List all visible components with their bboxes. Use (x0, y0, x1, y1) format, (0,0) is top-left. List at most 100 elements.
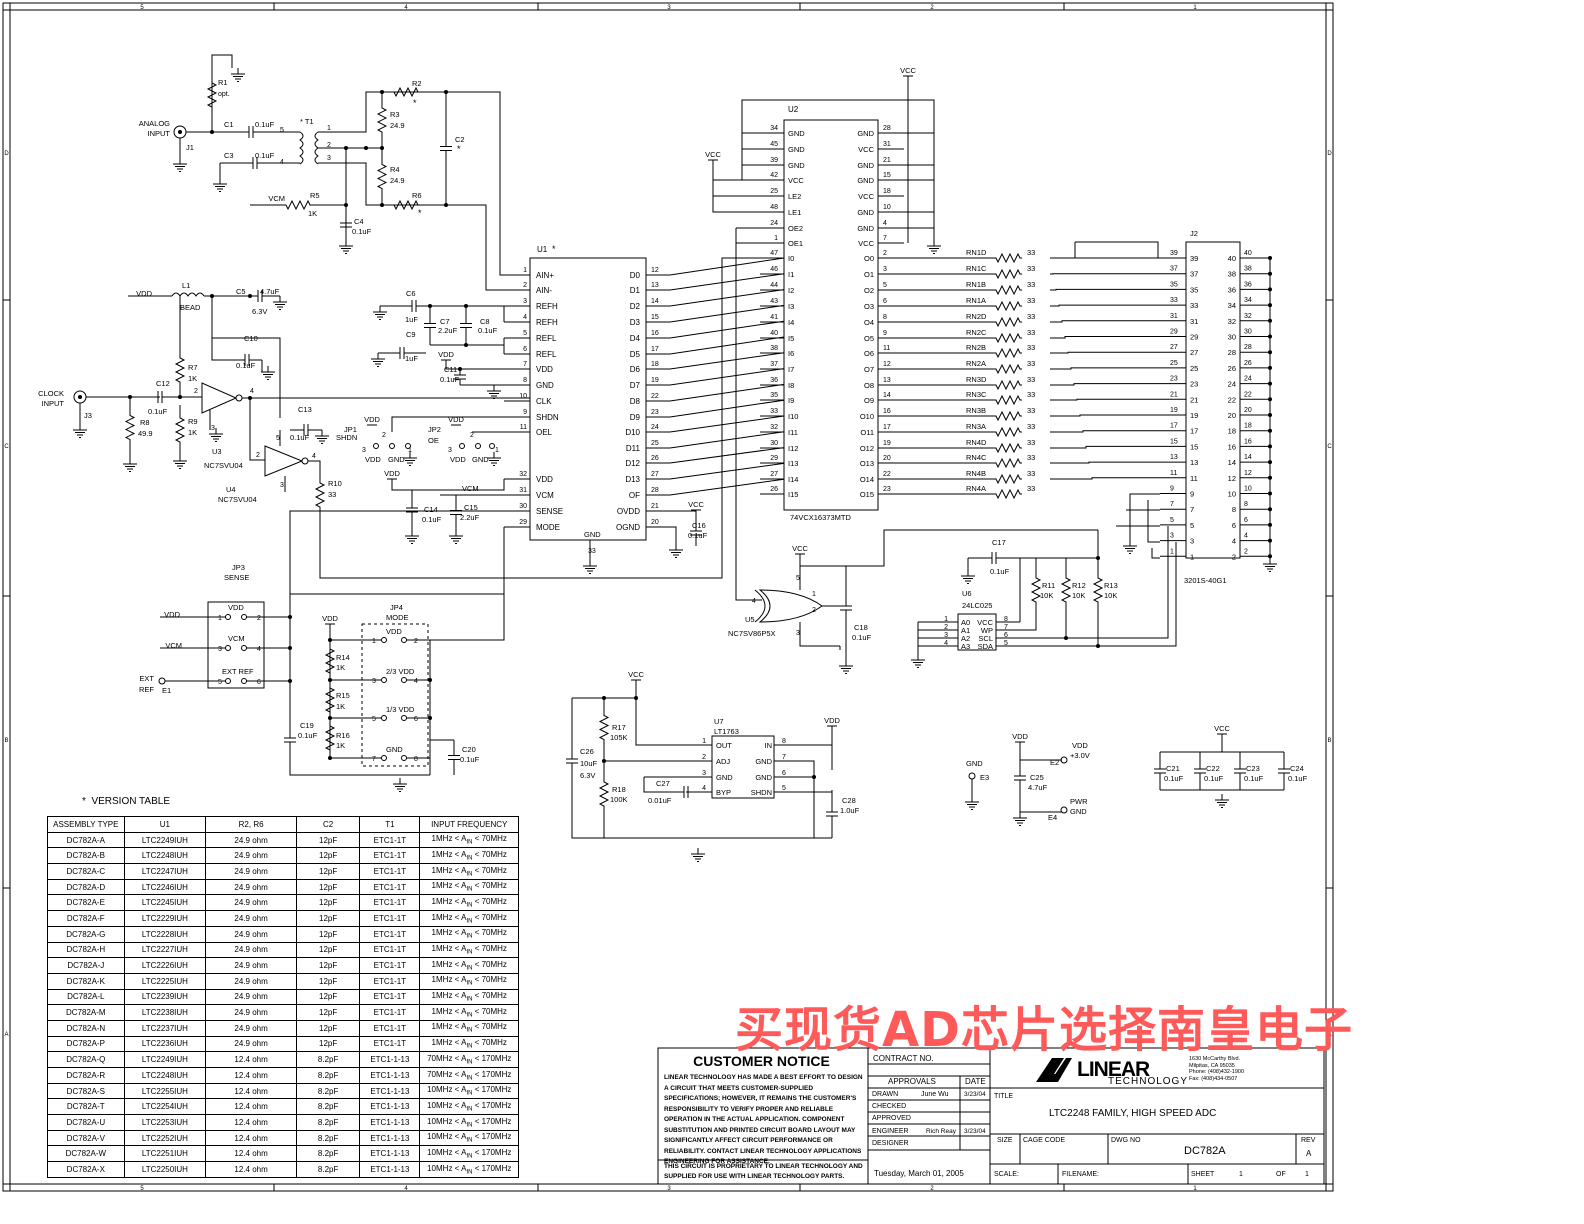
table-cell: 24.9 ohm (205, 847, 297, 865)
u2-pin-number: 34 (770, 125, 778, 132)
table-cell: 12pF (295, 925, 361, 943)
j2-pin-number: 23 (1170, 376, 1178, 383)
u6-pin-label: WP (981, 626, 993, 635)
u2-pin-number: 48 (770, 204, 778, 211)
label: 0.1uF (422, 515, 442, 524)
j2-pin-number: 31 (1170, 313, 1178, 320)
label: 2 (257, 615, 261, 622)
label: 3 (796, 630, 800, 637)
table-cell: DC782A-G (47, 925, 125, 943)
r6-resistor (366, 199, 446, 211)
jp4-pin (401, 677, 407, 683)
label: * (457, 144, 461, 154)
j2-pin-label: 13 (1190, 458, 1198, 467)
table-cell: ETC1-1T (359, 1004, 421, 1021)
supply-label: VDD (364, 415, 380, 424)
u1-pin-number: 14 (651, 298, 659, 305)
label: 2 (382, 432, 386, 439)
drawn-label: DRAWN (872, 1091, 899, 1098)
label: 3 (280, 482, 284, 489)
table-cell: DC782A-S (47, 1082, 125, 1100)
label: SENSE (224, 573, 249, 582)
u2-pin-number: 27 (770, 471, 778, 478)
wire (799, 622, 840, 647)
u1-pin-number: 31 (519, 487, 527, 494)
j2-pin-number: 9 (1170, 486, 1174, 493)
label: 0.1uF (236, 361, 256, 370)
label: 33 (588, 548, 596, 555)
resistor-network (994, 379, 1022, 391)
label: INPUT (42, 399, 65, 408)
table-cell: 12pF (295, 847, 361, 865)
wire (643, 777, 660, 793)
junction-dot (344, 203, 348, 207)
table-cell: 24.9 ohm (205, 1019, 297, 1037)
table-cell: ETC1-1T (359, 831, 421, 849)
label: 7 (782, 754, 786, 761)
label: VCM (268, 194, 285, 203)
table-cell: 12.4 ohm (205, 1051, 297, 1068)
u1-pin-number: 16 (651, 330, 659, 337)
version-table-title: * VERSION TABLE (82, 796, 170, 807)
drawn-by: June Wu (921, 1091, 949, 1098)
u2-pin-number: 5 (883, 282, 887, 289)
supply-label: VDD (1012, 732, 1028, 741)
junction-dot (210, 294, 214, 298)
zone-label-top: 4 (404, 5, 408, 11)
table-cell: 1MHz < AIN < 70MHz (419, 910, 519, 927)
j2-pin-label: 4 (1232, 537, 1236, 546)
table-cell: 10MHz < AIN < 170MHz (419, 1145, 519, 1163)
table-cell: ETC1-1T (359, 1019, 421, 1037)
net-line (1050, 288, 1160, 291)
j2-pin-label: 18 (1228, 427, 1236, 436)
label: 100K (610, 795, 628, 804)
j2-pin-label: 5 (1190, 521, 1194, 530)
u2-pin-label: GND (857, 161, 874, 170)
u2-pin-label: I3 (788, 302, 794, 311)
u2-pin-label: GND (788, 161, 805, 170)
jp4-pin (401, 715, 407, 721)
label: GND (472, 455, 489, 464)
label: CLOCK (38, 389, 64, 398)
drawn-date: 3/23/04 (964, 1091, 986, 1098)
e3-terminal (968, 772, 976, 780)
label: C4 (354, 217, 364, 226)
j2-pin-number: 27 (1170, 344, 1178, 351)
u2-pin-number: 38 (770, 345, 778, 352)
r16-resistor (324, 724, 336, 752)
u2-pin-number: 33 (770, 408, 778, 415)
supply-label: VDD (384, 469, 400, 478)
table-cell: ETC1-1T (359, 894, 421, 912)
label: C6 (406, 289, 416, 298)
table-cell: ETC1-1T (359, 957, 421, 974)
table-cell: 12pF (295, 910, 361, 927)
jp1-pin (373, 443, 379, 449)
j2-pin-number: 8 (1244, 501, 1248, 508)
j2-pin-number: 19 (1170, 407, 1178, 414)
u2-pin-number: 31 (883, 141, 891, 148)
table-cell: DC782A-M (47, 1004, 125, 1021)
jp3-pin (225, 614, 231, 620)
u2-pin-label: I1 (788, 270, 794, 279)
table-cell: 1MHz < AIN < 70MHz (419, 894, 519, 912)
zone-label-bottom: 4 (404, 1186, 408, 1192)
rn-label: RN1C (966, 264, 987, 273)
table-cell: ETC1-1T (359, 863, 421, 880)
wire (670, 526, 677, 544)
header-cell: T1 (359, 816, 421, 833)
label: C2 (455, 135, 465, 144)
u2-pin-number: 1 (774, 235, 778, 242)
r5-resistor (250, 199, 346, 211)
label: C11 (444, 365, 457, 374)
u1-pin-number: 7 (523, 361, 527, 368)
junction-dot (178, 130, 182, 134)
u1-pin-number: 32 (519, 471, 527, 478)
label: VDD (386, 627, 402, 636)
rn-label: RN3C (966, 390, 987, 399)
u1-pin-number: 25 (651, 440, 659, 447)
u4-inverter-bubble (301, 457, 309, 465)
bypass-cap-value: 0.1uF (1244, 774, 1264, 783)
j2-pin-number: 12 (1244, 470, 1252, 477)
